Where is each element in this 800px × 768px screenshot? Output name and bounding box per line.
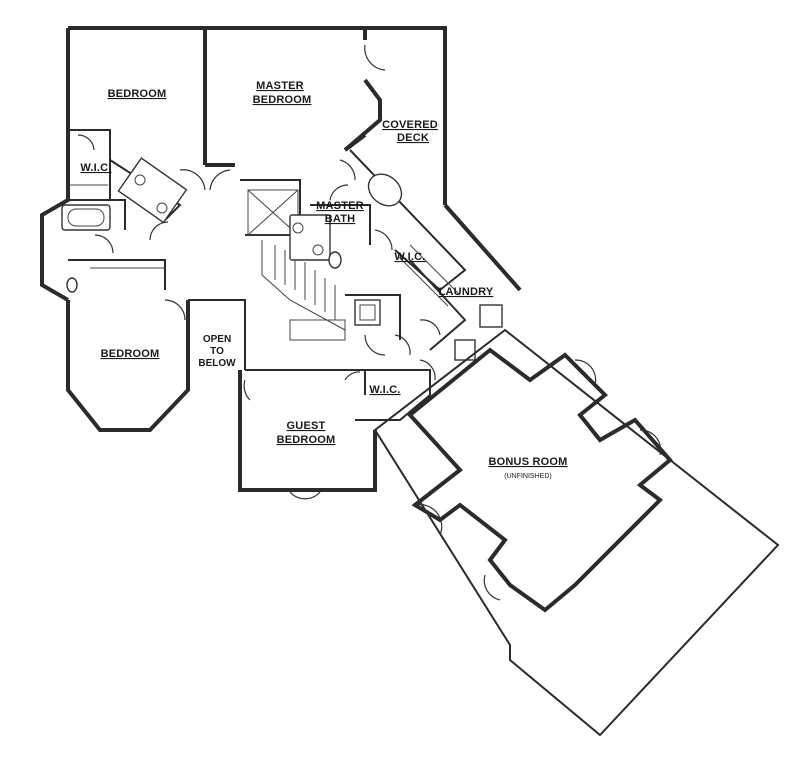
label-bedroom-nw: BEDROOM <box>108 88 167 100</box>
label-master-bath-1: MASTER <box>316 200 364 212</box>
label-wic-guest: W.I.C. <box>369 384 400 396</box>
label-master-bath-2: BATH <box>325 213 356 225</box>
label-wic-west: W.I.C. <box>80 162 111 174</box>
label-guest-bedroom-1: GUEST <box>287 420 326 432</box>
label-bedroom-sw: BEDROOM <box>101 348 160 360</box>
doors <box>77 44 441 500</box>
label-bonus-room-note: (UNFINISHED) <box>504 473 551 480</box>
interior-walls <box>68 28 467 492</box>
label-master-bedroom-2: BEDROOM <box>253 94 312 106</box>
label-wic-master: W.I.C. <box>394 251 425 263</box>
stair <box>247 189 346 341</box>
label-guest-bedroom-2: BEDROOM <box>277 434 336 446</box>
label-open-to-below-3: BELOW <box>198 358 236 369</box>
label-laundry: LAUNDRY <box>439 286 494 298</box>
bonus-room <box>373 328 780 737</box>
label-covered-deck-2: DECK <box>397 132 429 144</box>
label-covered-deck-1: COVERED <box>382 119 438 131</box>
label-open-to-below-1: OPEN <box>203 334 231 345</box>
label-open-to-below-2: TO <box>210 346 224 357</box>
fixtures <box>61 157 503 361</box>
room-labels: BEDROOM MASTER BEDROOM COVERED DECK W.I.… <box>80 80 567 480</box>
label-master-bedroom-1: MASTER <box>256 80 304 92</box>
label-bonus-room: BONUS ROOM <box>489 456 568 468</box>
